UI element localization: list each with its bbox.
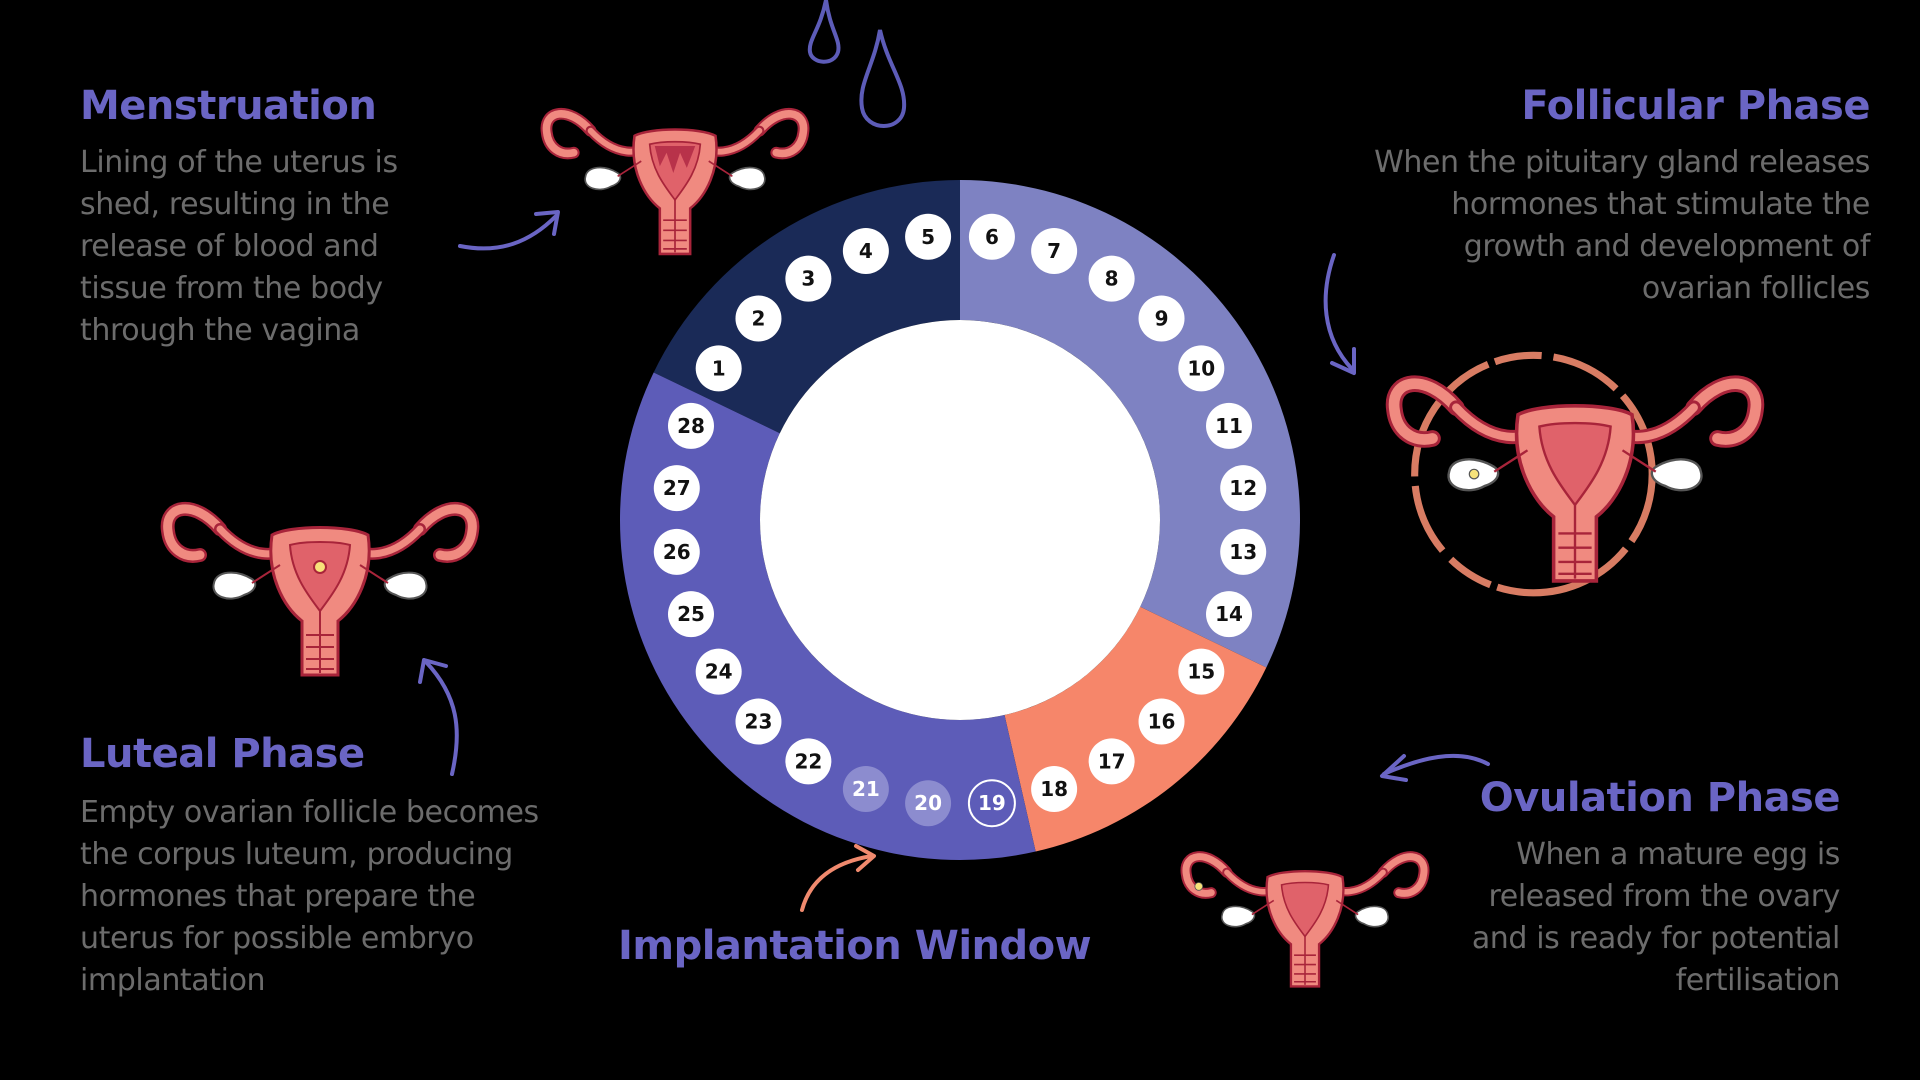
day-label: 15 [1187, 660, 1215, 684]
day-label: 1 [712, 356, 726, 380]
day-marker-24: 24 [695, 648, 742, 695]
day-marker-5: 5 [905, 213, 952, 260]
day-marker-25: 25 [667, 591, 714, 638]
day-marker-9: 9 [1138, 295, 1185, 342]
day-marker-7: 7 [1031, 227, 1078, 274]
day-marker-18: 18 [1031, 766, 1078, 813]
day-label: 5 [921, 225, 935, 249]
arrow-to-implantation-icon [800, 844, 876, 912]
day-marker-1: 1 [695, 345, 742, 392]
day-label: 8 [1105, 267, 1119, 291]
day-marker-13: 13 [1220, 528, 1267, 575]
day-label: 20 [914, 791, 942, 815]
day-marker-28: 28 [667, 402, 714, 449]
day-marker-22: 22 [785, 738, 832, 785]
day-marker-26: 26 [653, 528, 700, 575]
arrow-to-luteal-icon [418, 658, 459, 776]
day-label: 9 [1155, 306, 1169, 330]
wheel-segment-follicular [960, 180, 1300, 668]
uterus-menstruation-icon [540, 78, 810, 278]
menstruation-description: Lining of the uterus is shed, resulting … [80, 145, 398, 348]
day-label: 13 [1229, 540, 1257, 564]
day-label: 21 [852, 777, 880, 801]
day-marker-17: 17 [1088, 738, 1135, 785]
day-label: 17 [1098, 749, 1126, 773]
uterus-follicular-icon [1385, 351, 1765, 597]
day-label: 18 [1040, 777, 1068, 801]
day-marker-10: 10 [1178, 345, 1225, 392]
day-marker-27: 27 [653, 465, 700, 512]
day-marker-3: 3 [785, 255, 832, 302]
day-label: 2 [752, 306, 766, 330]
day-marker-16: 16 [1138, 698, 1185, 745]
blood-drop-icon [807, 0, 907, 128]
day-label: 6 [985, 225, 999, 249]
day-marker-20: 20 [905, 780, 952, 827]
day-label: 7 [1047, 239, 1061, 263]
wheel-center [760, 320, 1160, 720]
day-label: 28 [677, 414, 705, 438]
day-label: 14 [1215, 602, 1243, 626]
ovulation-title: Ovulation Phase [1479, 775, 1841, 821]
day-label: 16 [1148, 710, 1176, 734]
day-marker-12: 12 [1220, 465, 1267, 512]
day-marker-11: 11 [1206, 402, 1253, 449]
day-label: 12 [1229, 476, 1257, 500]
uterus-luteal-icon [160, 465, 480, 715]
day-marker-14: 14 [1206, 591, 1253, 638]
day-label: 19 [978, 791, 1006, 815]
menstruation-title: Menstruation [80, 83, 377, 129]
day-label: 27 [663, 476, 691, 500]
day-label: 26 [663, 540, 691, 564]
implantation-window-title: Implantation Window [618, 923, 1092, 969]
day-label: 22 [794, 749, 822, 773]
day-marker-21: 21 [842, 766, 889, 813]
uterus-ovulation-icon [1180, 820, 1430, 1020]
wheel-segment-luteal [620, 372, 1036, 860]
day-marker-6: 6 [968, 213, 1015, 260]
luteal-title: Luteal Phase [80, 731, 365, 777]
day-label: 4 [859, 239, 873, 263]
day-marker-2: 2 [735, 295, 782, 342]
day-marker-19: 19 [967, 779, 1016, 828]
day-label: 23 [745, 710, 773, 734]
day-label: 10 [1187, 356, 1215, 380]
arrow-to-follicular-icon [1323, 253, 1356, 375]
day-marker-23: 23 [735, 698, 782, 745]
day-label: 3 [801, 267, 815, 291]
ovulation-description: When a mature egg is released from the o… [1471, 837, 1841, 998]
follicular-description: When the pituitary gland releases hormon… [1374, 145, 1870, 306]
arrow-to-menstruation-icon [458, 210, 560, 251]
day-marker-4: 4 [842, 227, 889, 274]
day-label: 11 [1215, 414, 1243, 438]
day-label: 25 [677, 602, 705, 626]
day-marker-15: 15 [1178, 648, 1225, 695]
follicular-title: Follicular Phase [1521, 83, 1870, 129]
luteal-description: Empty ovarian follicle becomes the corpu… [80, 795, 539, 998]
arrow-to-ovulation-icon [1380, 753, 1490, 782]
day-label: 24 [705, 660, 733, 684]
day-marker-8: 8 [1088, 255, 1135, 302]
